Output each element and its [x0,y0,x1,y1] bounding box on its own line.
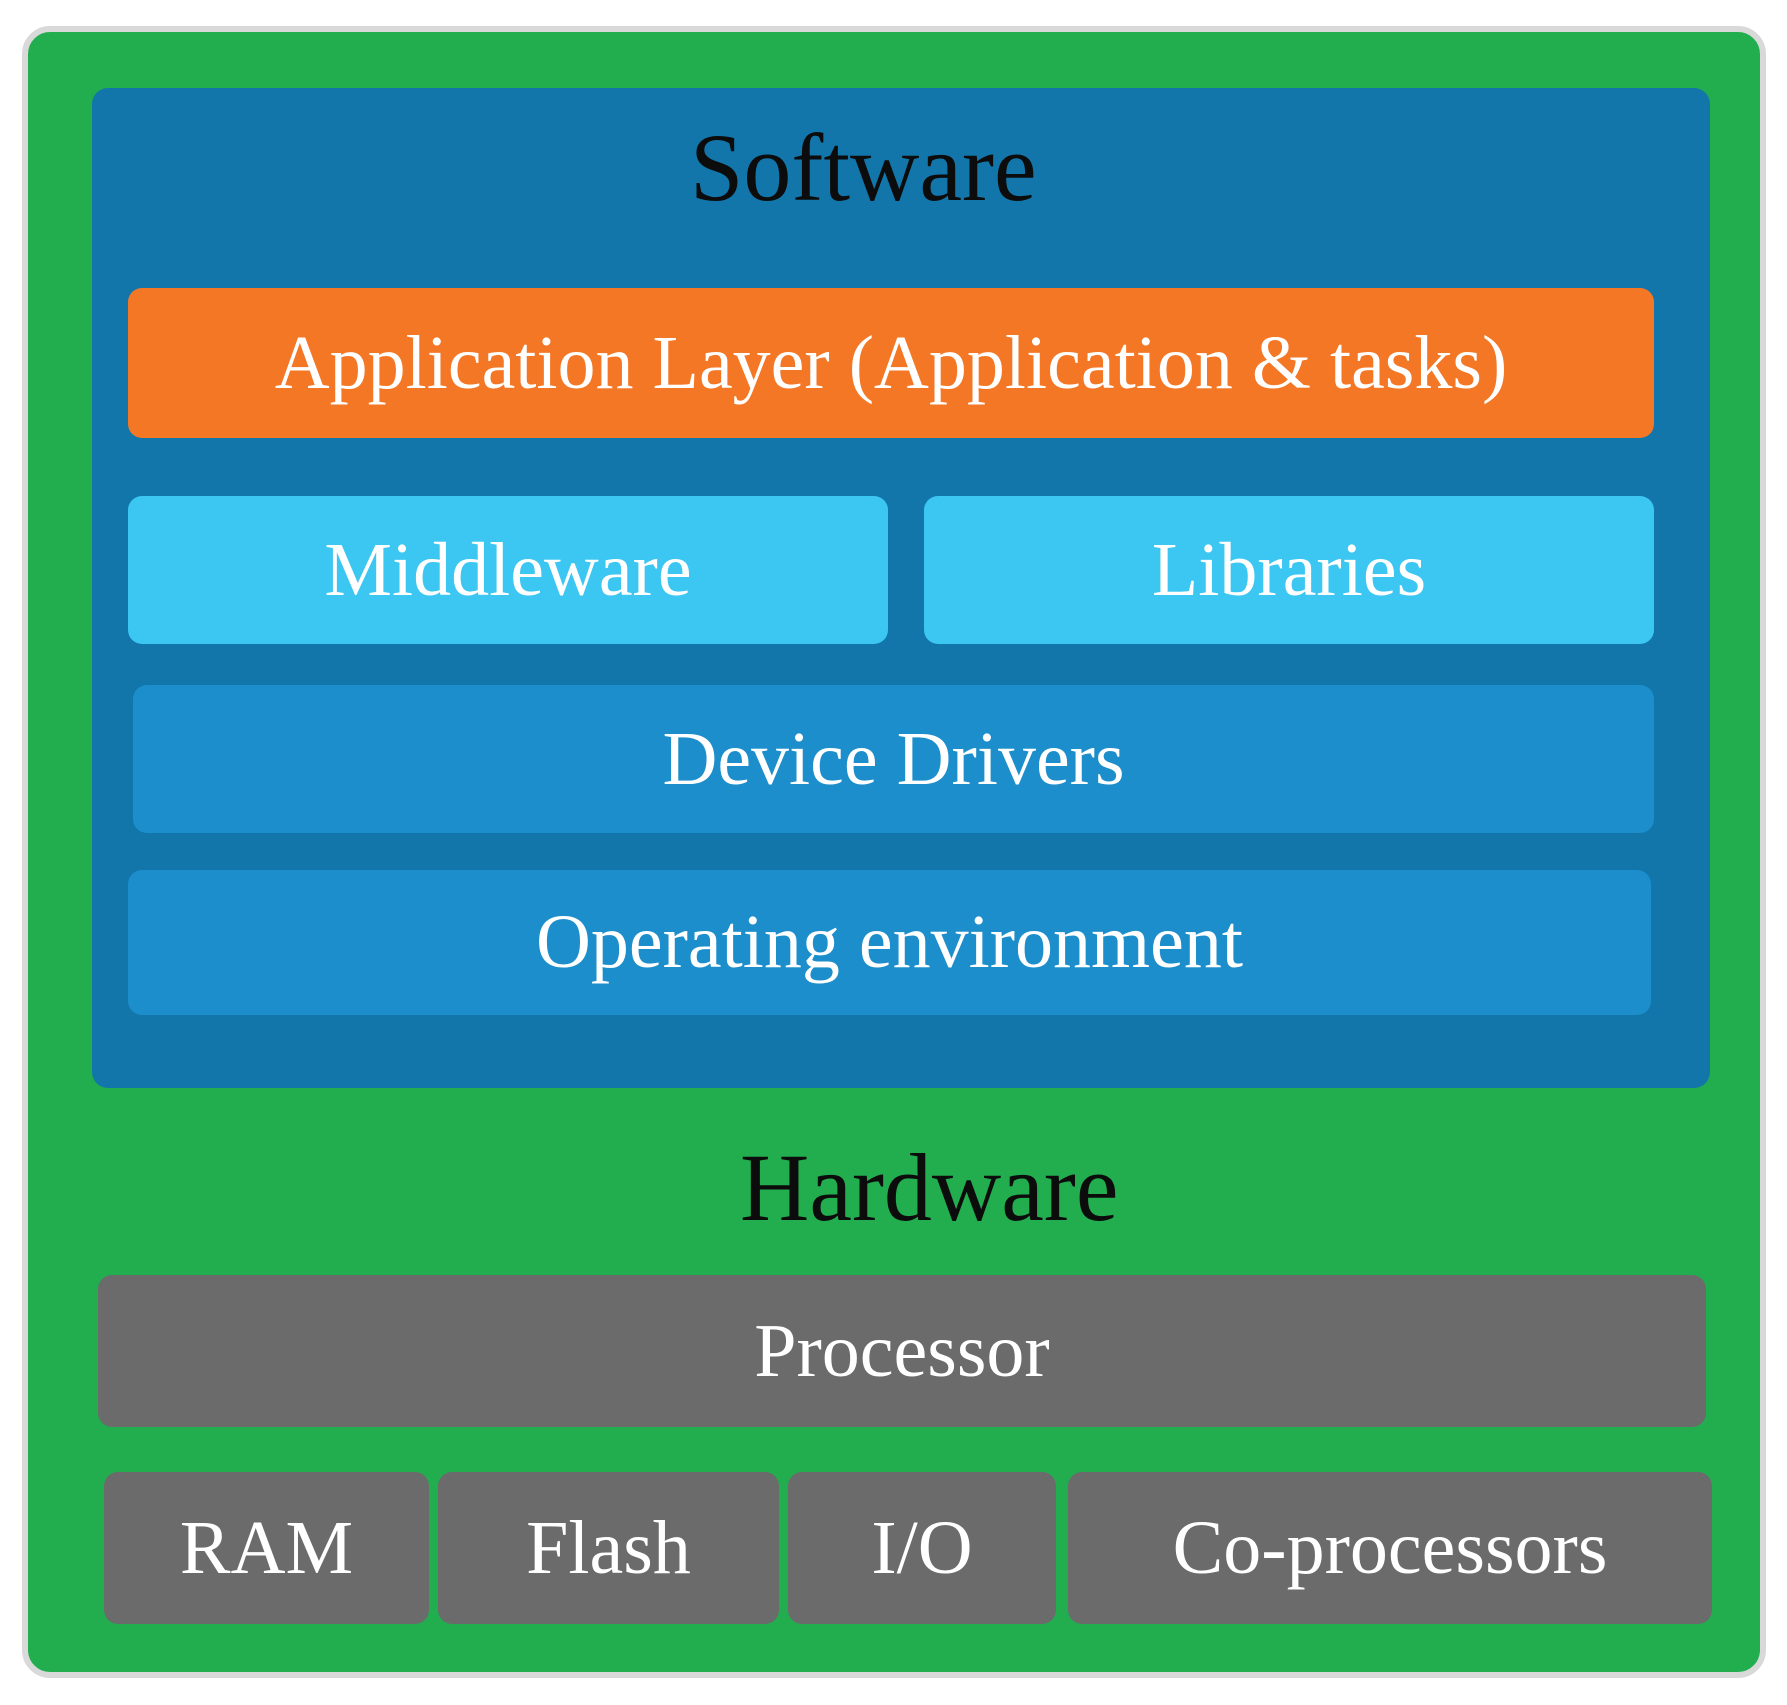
device-drivers-box: Device Drivers [133,685,1654,833]
software-title: Software [690,114,1037,221]
libraries-box: Libraries [924,496,1654,644]
io-box: I/O [788,1472,1056,1624]
middleware-box: Middleware [128,496,888,644]
flash-box: Flash [438,1472,779,1624]
ram-box: RAM [104,1472,429,1624]
co-processors-box: Co-processors [1068,1472,1712,1624]
application-layer-box: Application Layer (Application & tasks) [128,288,1654,438]
hardware-title: Hardware [740,1134,1119,1241]
processor-box: Processor [98,1275,1706,1427]
operating-environment-box: Operating environment [128,870,1651,1015]
